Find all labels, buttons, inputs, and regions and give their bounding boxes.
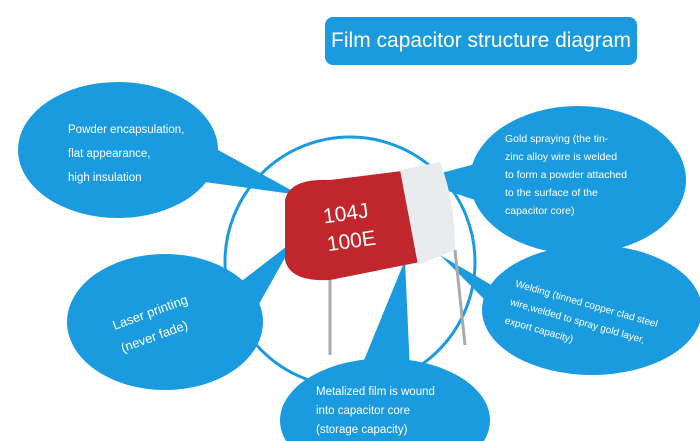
callout-line: high insulation [68, 172, 142, 184]
tail-welding [440, 255, 505, 320]
callout-gold-spraying: Gold spraying (the tin- zinc alloy wire … [505, 130, 627, 220]
bubble-film [280, 358, 491, 441]
tail-gold [415, 160, 490, 205]
bubble-gold [470, 106, 686, 254]
bubble-welding [482, 245, 700, 375]
callout-line: flat appearance, [68, 148, 151, 160]
diagram-title: Film capacitor structure diagram [325, 17, 637, 65]
callout-encapsulation: Powder encapsulation, flat appearance, h… [68, 118, 184, 190]
callout-line: Gold spraying (the tin- [505, 133, 609, 145]
bubble-encapsulation [18, 82, 218, 218]
callout-line: to form a powder attached [505, 169, 627, 181]
callout-line: (storage capacity) [316, 424, 408, 436]
callout-line: capacitor core) [505, 205, 575, 217]
bubble-laser [67, 254, 263, 390]
tail-laser [230, 240, 295, 320]
capacitor [285, 162, 467, 355]
callout-line: to the surface of the [505, 187, 598, 199]
capacitor-marking: 104J 100E [321, 197, 378, 259]
callout-line: Powder encapsulation, [68, 124, 185, 136]
tail-film [360, 260, 410, 372]
callout-line: Metalized film is wound [316, 386, 435, 398]
callout-line: zinc alloy wire is welded [505, 151, 618, 163]
callout-line: into capacitor core [316, 405, 410, 417]
callout-film: Metalized film is wound into capacitor c… [316, 383, 435, 440]
tail-encapsulation [190, 140, 300, 195]
